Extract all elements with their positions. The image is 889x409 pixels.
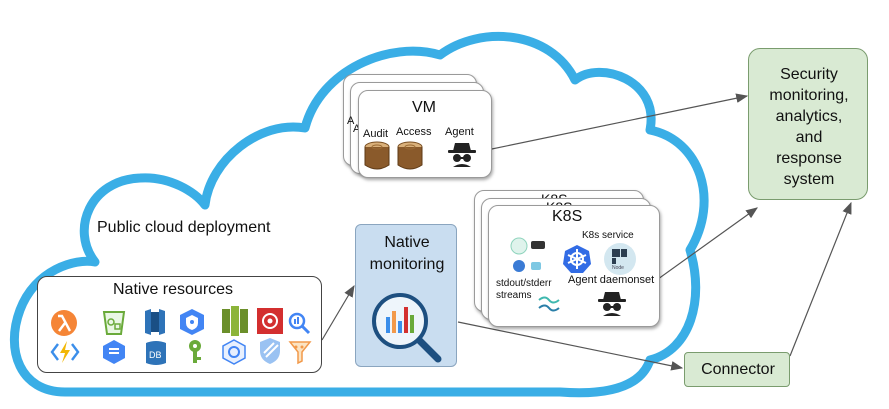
node-icon — [604, 243, 636, 275]
spy-agent-icon — [598, 292, 626, 316]
list-service-icon — [103, 340, 125, 364]
arrow-vm-agent-to-security — [486, 93, 749, 151]
native-resources-box: Native resources — [37, 276, 322, 373]
k8s-title: K8S — [552, 208, 583, 225]
native-monitoring-title-line2: monitoring — [369, 256, 445, 273]
ec2-icon — [222, 306, 248, 336]
log-icon — [364, 141, 390, 170]
security-line: Security — [780, 66, 838, 83]
db-icon: DB — [146, 341, 166, 365]
vm-audit-label: Audit — [363, 128, 389, 140]
native-monitoring-box: Native monitoring — [355, 224, 457, 367]
spy-agent-icon — [448, 143, 476, 167]
log-icon — [397, 141, 423, 170]
security-line: and — [795, 129, 823, 146]
vm-stack-letter-1: A — [347, 115, 355, 127]
vm-stack-letter-2: A — [353, 123, 361, 135]
magnifier-icon — [288, 312, 311, 335]
k8s-card: K8S K8s service Node Agent daemonset std… — [488, 205, 660, 327]
functions-icon — [50, 341, 80, 363]
key-icon — [189, 340, 201, 363]
security-line: monitoring, — [769, 87, 849, 104]
arrow-monitoring-to-connector — [457, 321, 684, 371]
kubernetes-icon — [563, 245, 591, 273]
security-line: system — [783, 171, 835, 188]
svg-text:DB: DB — [149, 350, 162, 360]
vm-card: VM Audit Access Agent — [358, 90, 492, 178]
native-resources-title: Native resources — [113, 281, 234, 298]
security-line: analytics, — [775, 108, 843, 125]
arrow-connector-to-security — [789, 201, 852, 357]
node-label: Node — [612, 265, 624, 271]
lambda-icon — [51, 310, 77, 336]
funnel-icon — [288, 341, 312, 365]
arrow-resources-to-monitoring — [321, 284, 355, 341]
shield-badge-icon — [260, 338, 280, 364]
cloud-label: Public cloud deployment — [97, 219, 271, 236]
vm-agent-label: Agent — [445, 126, 474, 138]
k8s-daemonset-label: Agent daemonset — [568, 274, 655, 286]
k8s-streams-label-1: stdout/stderr — [496, 278, 552, 289]
connector-box: Connector — [684, 352, 790, 387]
sync-service-icon — [222, 339, 246, 365]
k8s-streams-label-2: streams — [496, 290, 532, 301]
storage-bucket-icon — [102, 311, 126, 335]
security-system-box: Security monitoring, analytics, and resp… — [748, 48, 868, 200]
database-icon — [145, 309, 165, 335]
gear-service-icon — [257, 308, 283, 334]
vm-access-label: Access — [396, 126, 432, 138]
stream-icon — [538, 296, 560, 312]
pods-icon — [510, 237, 545, 272]
k8s-service-label: K8s service — [582, 230, 634, 241]
chart-magnifier-icon — [372, 293, 442, 363]
native-monitoring-title-line1: Native — [384, 234, 430, 251]
security-shield-icon — [180, 309, 204, 335]
connector-label: Connector — [701, 361, 775, 378]
vm-title: VM — [412, 99, 436, 116]
security-line: response — [776, 150, 842, 167]
